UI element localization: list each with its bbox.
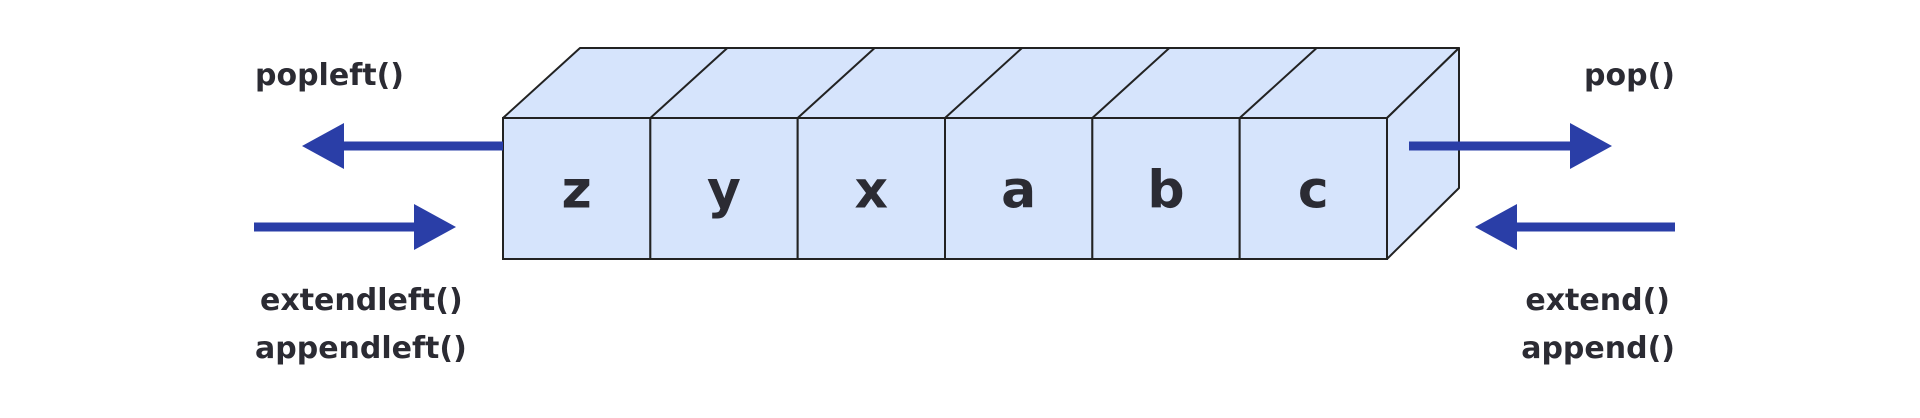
popleft-arrow: [302, 123, 503, 169]
deque-cell: c: [1238, 117, 1388, 260]
deque-cell: a: [944, 117, 1094, 260]
top-divider: [944, 47, 1023, 119]
deque-cell-box: [1091, 117, 1241, 260]
top-divider: [1238, 47, 1318, 119]
append-label: append(): [1521, 331, 1675, 366]
deque-cell: y: [649, 117, 799, 260]
top-face-dividers: [649, 47, 1318, 119]
deque-cell-box: [944, 117, 1094, 260]
deque-cell-letter: a: [1001, 161, 1036, 221]
extend-arrow: [1475, 204, 1675, 250]
popleft-label: popleft(): [255, 58, 405, 93]
deque-cell: z: [502, 117, 652, 260]
extendleft-label: extendleft(): [260, 283, 463, 318]
deque-cell-box: [1238, 117, 1388, 260]
extendleft-arrow: [254, 204, 456, 250]
deque-cell-letter: y: [707, 161, 741, 221]
top-divider: [649, 47, 729, 119]
top-divider: [796, 47, 876, 119]
extend-label: extend(): [1525, 283, 1670, 318]
top-divider: [1091, 47, 1171, 119]
deque-cell-letter: z: [562, 161, 592, 221]
pop-arrow: [1409, 123, 1612, 169]
deque-cell-box: [796, 117, 947, 260]
deque-cell-letter: b: [1147, 161, 1184, 221]
deque-cell-box: [649, 117, 799, 260]
deque-cell-letter: c: [1298, 161, 1329, 221]
deque-cell-letter: x: [855, 161, 889, 221]
pop-label: pop(): [1584, 58, 1675, 93]
deque-cell: x: [796, 117, 947, 260]
deque-cell: b: [1091, 117, 1241, 260]
deque-top-face: [502, 47, 1460, 119]
appendleft-label: appendleft(): [255, 331, 467, 366]
arrows: [254, 123, 1675, 250]
